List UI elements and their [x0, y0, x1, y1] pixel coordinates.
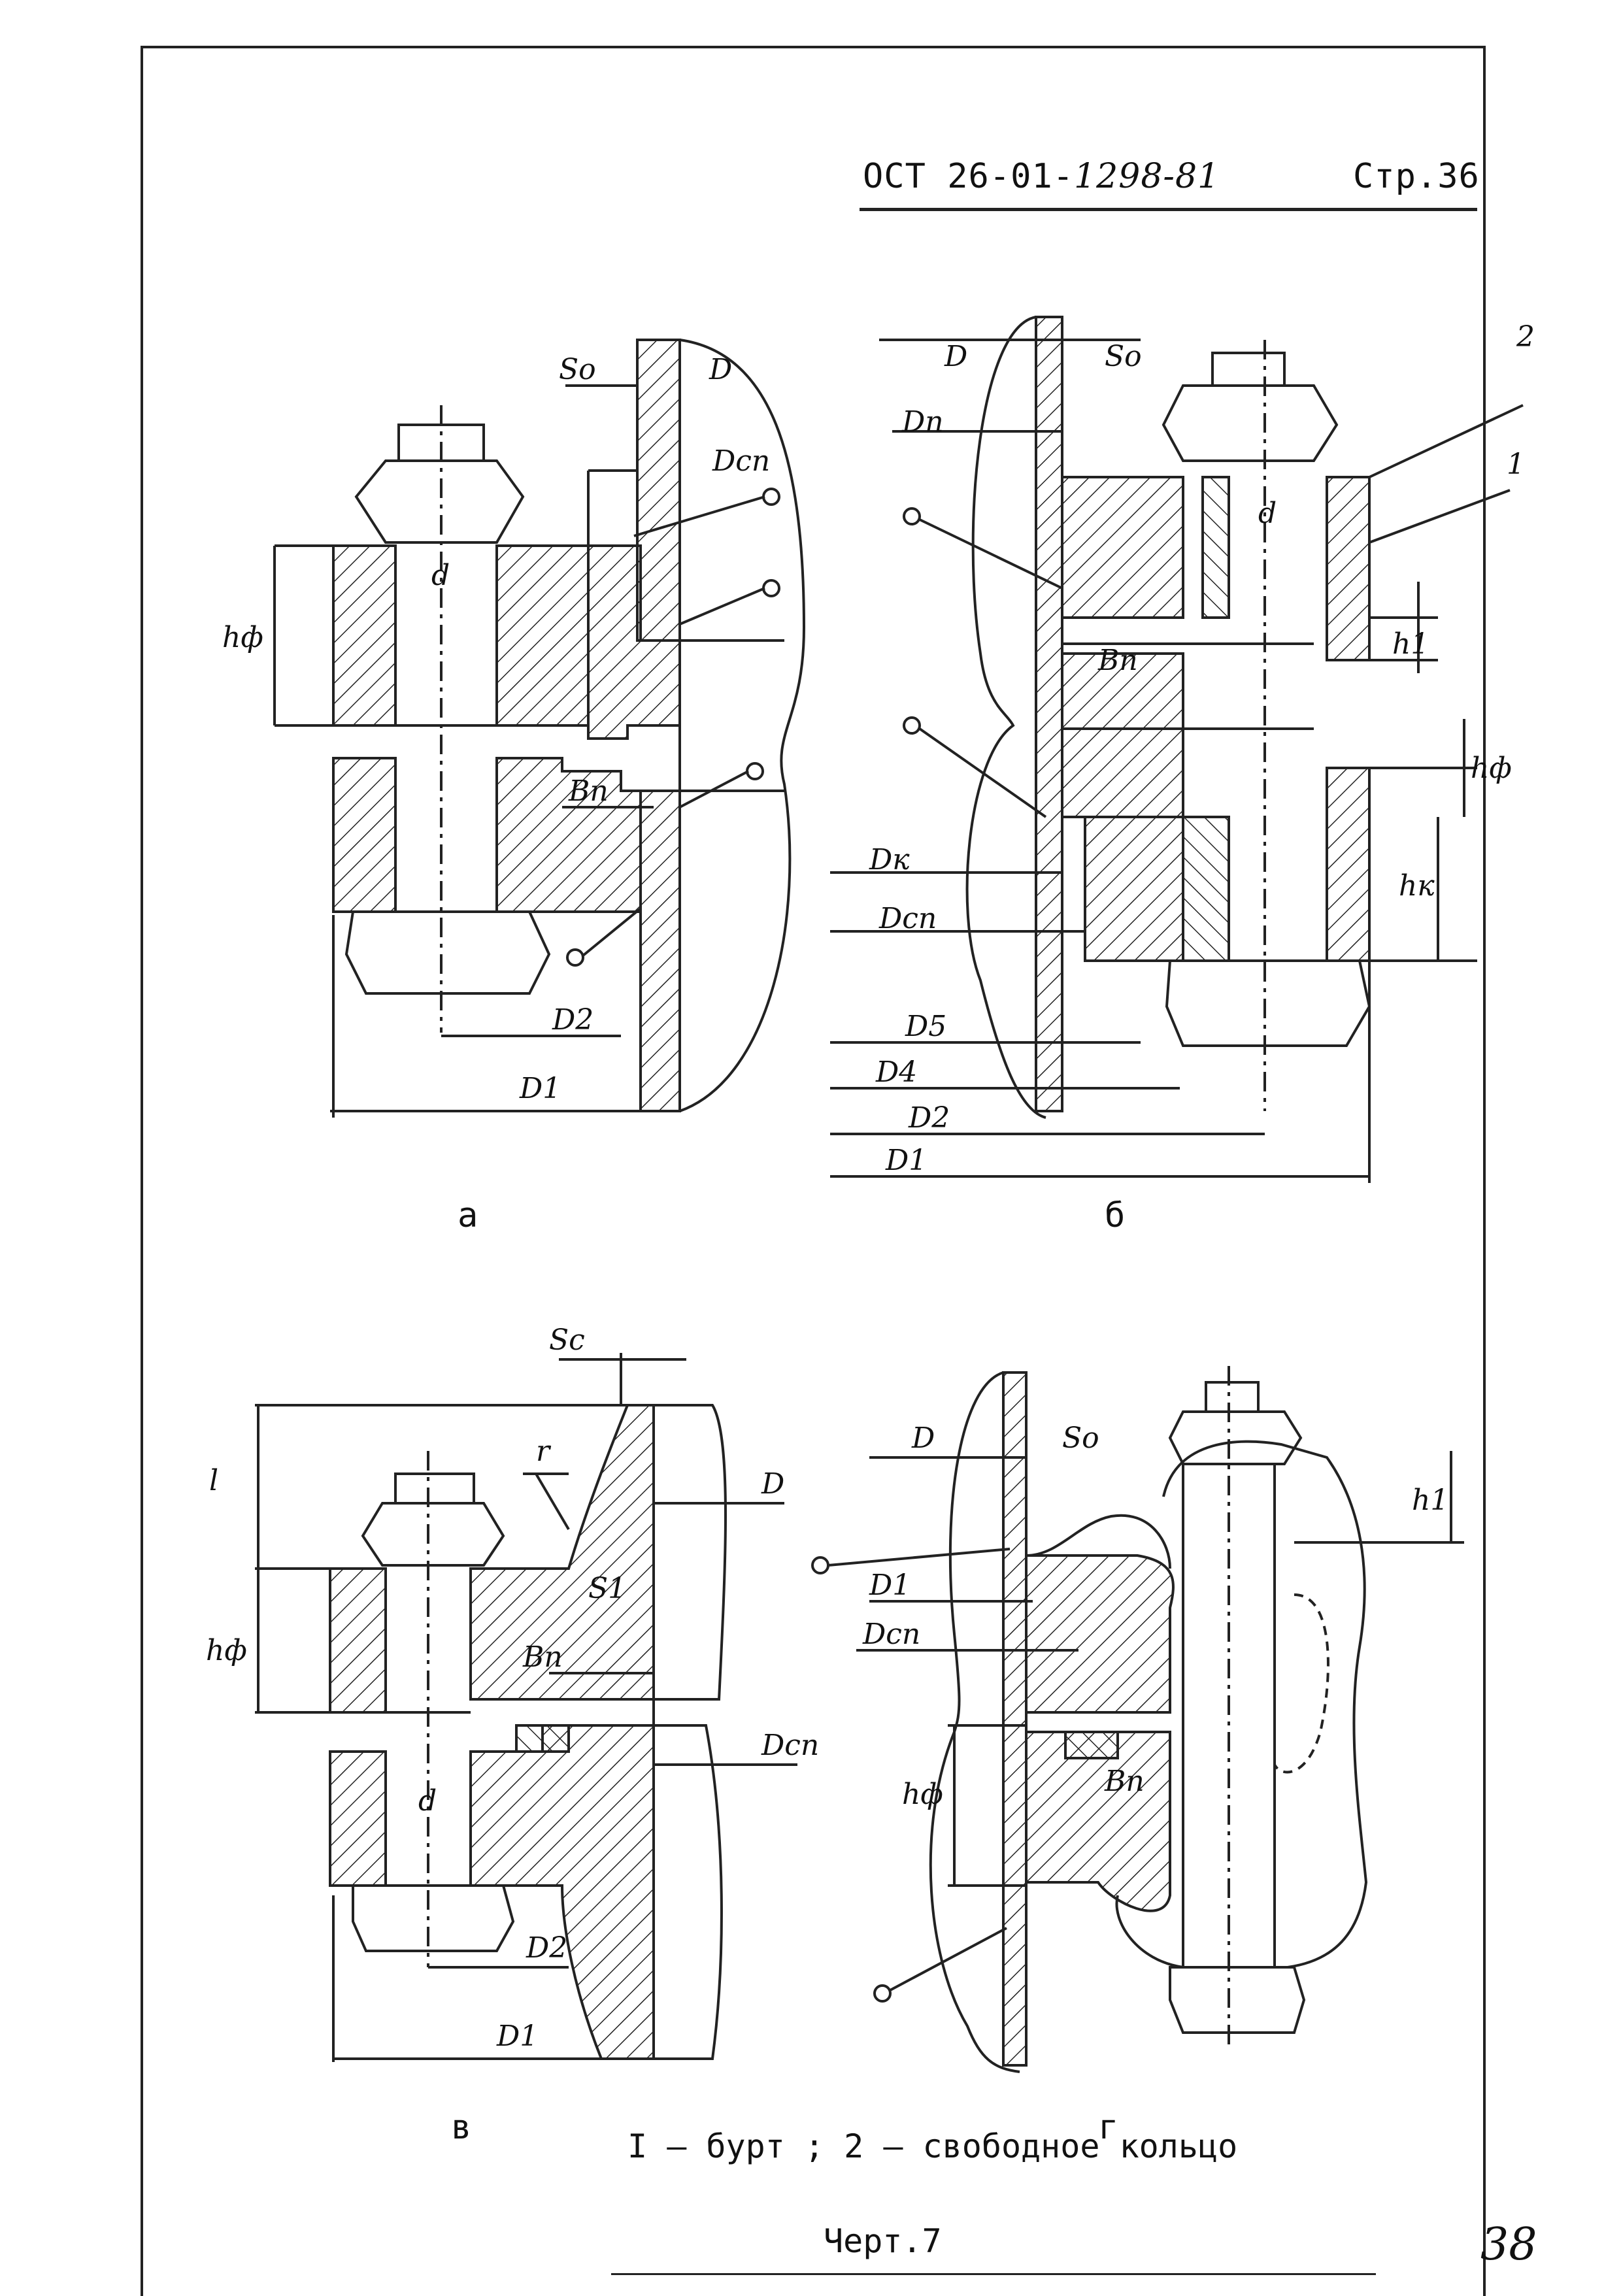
label-b-h1: h1 — [1392, 627, 1429, 661]
label-b-s0: So — [1105, 340, 1142, 373]
figure-b-drawing — [830, 316, 1524, 1183]
label-v-d1: D1 — [497, 2020, 539, 2053]
label-b-bolt-d: d — [1258, 497, 1277, 530]
label-v-r: r — [536, 1435, 550, 1468]
label-b-hk: hк — [1399, 869, 1435, 903]
legend: I – бурт ; 2 – свободное кольцо — [627, 2127, 1238, 2165]
label-a-s0: So — [559, 353, 596, 386]
label-g-dsp: Dсп — [863, 1618, 921, 1651]
figure-a-drawing — [273, 339, 806, 1118]
label-v-dsp: Dсп — [761, 1729, 820, 1762]
label-v-sc: Sc — [549, 1323, 585, 1357]
label-v-d2: D2 — [526, 1931, 568, 1965]
caption-g: г — [1098, 2108, 1119, 2147]
drawing-number: Черт.7 — [824, 2222, 942, 2260]
label-a-d: D — [709, 353, 733, 386]
label-g-s0: So — [1062, 1422, 1099, 1455]
label-b-hf: hф — [1471, 752, 1512, 785]
label-a-d1: D1 — [520, 1072, 561, 1105]
label-g-hf: hф — [902, 1778, 943, 1811]
label-v-bp: Bп — [523, 1640, 563, 1674]
label-v-bolt-d: d — [418, 1784, 437, 1818]
document-code: ОСТ 26-01-1298-81 — [863, 157, 1220, 196]
label-b-dp: Dп — [902, 405, 944, 439]
label-a-hf: hф — [222, 621, 263, 654]
label-v-hf: hф — [206, 1634, 247, 1667]
label-a-bp: Bп — [569, 774, 609, 808]
document-code-prefix: ОСТ 26-01- — [863, 157, 1075, 196]
label-b-d: D — [944, 340, 968, 373]
label-b-d5: D5 — [905, 1010, 947, 1043]
figure-g-drawing — [811, 1366, 1464, 2073]
page-label: Стр.36 — [1353, 157, 1480, 196]
label-g-d1: D1 — [869, 1569, 911, 1602]
page-number: 38 — [1480, 2219, 1537, 2271]
label-b-ring-2: 2 — [1516, 320, 1535, 354]
label-g-d: D — [912, 1422, 935, 1455]
label-v-d: D — [761, 1467, 785, 1501]
header-rule — [860, 208, 1477, 211]
label-b-bp: Bп — [1098, 644, 1138, 677]
caption-b: б — [1105, 1196, 1126, 1235]
document-code-handwritten: 1298-81 — [1074, 157, 1220, 196]
label-a-d2: D2 — [552, 1003, 594, 1037]
label-b-d2: D2 — [909, 1101, 950, 1135]
label-b-dsp: Dсп — [879, 902, 937, 935]
label-b-collar-1: 1 — [1507, 448, 1525, 481]
label-v-s1: S1 — [588, 1572, 627, 1605]
label-v-l: l — [209, 1464, 219, 1497]
caption-a: а — [458, 1196, 478, 1235]
label-b-d1: D1 — [886, 1144, 927, 1177]
page-frame — [141, 46, 1486, 2296]
label-a-bolt-d: d — [431, 559, 450, 592]
label-b-d4: D4 — [876, 1056, 918, 1089]
caption-v: в — [451, 2108, 472, 2147]
footer-rule — [611, 2273, 1376, 2275]
label-b-dk: Dк — [869, 843, 910, 876]
label-g-h1: h1 — [1412, 1484, 1449, 1517]
label-g-bp: Bп — [1105, 1765, 1145, 1798]
label-a-dsp: Dсп — [712, 444, 771, 478]
figure-v-drawing — [255, 1353, 797, 2062]
